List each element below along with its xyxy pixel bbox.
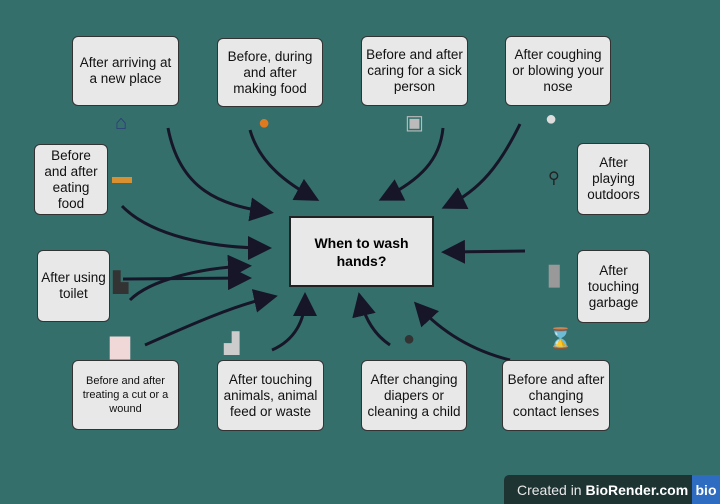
box-coughing: After coughing or blowing your nose — [505, 36, 611, 106]
arrow — [248, 129, 320, 201]
box-arriving: After arriving at a new place — [72, 36, 179, 106]
box-wound: Before and after treating a cut or a wou… — [72, 360, 179, 430]
arrow — [128, 254, 252, 302]
coughing-person-icon: ● — [545, 108, 558, 130]
arrow — [271, 292, 317, 352]
badge-text: Created in BioRender.com — [504, 482, 692, 498]
box-food-prep: Before, during and after making food — [217, 38, 323, 107]
toilet-icon: ▙ — [113, 272, 129, 294]
baby-icon: ● — [403, 328, 416, 350]
box-diapers: After changing diapers or cleaning a chi… — [361, 360, 467, 431]
donkey-icon: ▟ — [224, 333, 240, 355]
sick-person-icon: ▣ — [405, 112, 424, 134]
wound-icon: ▆ — [110, 329, 130, 359]
arrow — [352, 292, 391, 347]
turkey-icon: ● — [258, 112, 271, 134]
box-sick-person: Before and after caring for a sick perso… — [361, 36, 468, 106]
running-person-icon: ⚲ — [548, 170, 560, 187]
trash-can-icon: ▮ — [546, 258, 563, 291]
arrow — [144, 289, 278, 347]
box-eating: Before and after eating food — [34, 144, 108, 215]
box-animals: After touching animals, animal feed or w… — [217, 360, 324, 431]
box-contact-lenses: Before and after changing contact lenses — [502, 360, 610, 431]
box-outdoors: After playing outdoors — [577, 143, 650, 215]
burger-icon: ▬ — [112, 166, 132, 188]
arrow — [166, 127, 274, 222]
box-toilet: After using toilet — [37, 250, 110, 322]
contact-lens-icon: ⌛ — [548, 328, 573, 350]
arrow — [441, 123, 522, 209]
arrow — [378, 127, 445, 201]
arrow — [413, 301, 511, 362]
arrow — [122, 266, 252, 291]
arrow — [441, 239, 526, 264]
biorender-badge[interactable]: Created in BioRender.com bio — [504, 475, 720, 504]
central-question: When to wash hands? — [289, 216, 434, 287]
biorender-logo: bio — [692, 475, 720, 504]
arrow — [120, 204, 272, 260]
house-icon: ⌂ — [115, 112, 128, 134]
box-garbage: After touching garbage — [577, 250, 650, 323]
badge-prefix: Created in — [517, 481, 586, 498]
badge-brand: BioRender.com — [585, 481, 689, 498]
